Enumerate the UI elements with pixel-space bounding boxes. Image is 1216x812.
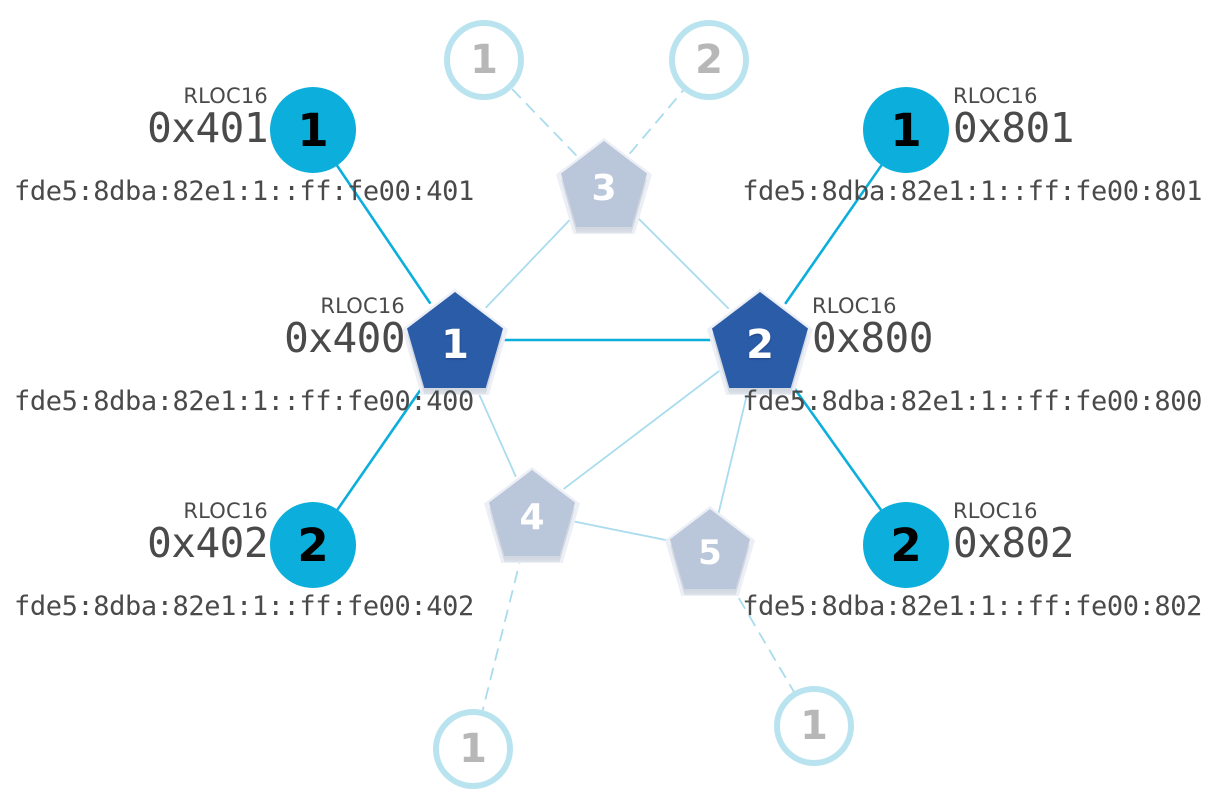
link-router-0x400-to-child-0x401 — [335, 164, 432, 304]
router-0x400-rloc16-value: 0x400 — [284, 314, 405, 362]
link-router-0x400-to-faded-router-4 — [472, 380, 517, 477]
faded-child-bottom-left-badge: 1 — [459, 726, 487, 772]
child-0x802-rloc16-value: 0x802 — [953, 519, 1074, 567]
child-0x401-rloc16-value: 0x401 — [147, 104, 268, 152]
child-0x801-rloc16-value: 0x801 — [953, 104, 1074, 152]
router-0x400-ipv6: fde5:8dba:82e1:1::ff:fe00:400 — [14, 386, 474, 417]
link-router-0x400-to-child-0x402 — [336, 375, 431, 511]
faded-router-4-badge: 4 — [519, 496, 545, 538]
child-0x801[interactable]: 1 — [863, 87, 949, 173]
child-0x801-caption: RLOC16 — [953, 84, 1038, 108]
child-0x401-caption: RLOC16 — [183, 84, 268, 108]
faded-child-bottom-right[interactable]: 1 — [774, 686, 854, 766]
faded-child-top-left-badge: 1 — [470, 37, 498, 83]
child-0x801-ipv6: fde5:8dba:82e1:1::ff:fe00:801 — [742, 176, 1202, 207]
faded-router-3-badge: 3 — [591, 167, 617, 209]
router-0x400-badge: 1 — [441, 321, 469, 368]
child-0x401-badge: 1 — [297, 103, 329, 157]
faded-child-top-right[interactable]: 2 — [669, 20, 749, 100]
router-0x400-caption: RLOC16 — [320, 294, 405, 318]
link-faded-router-3-to-faded-child-top-left — [510, 87, 577, 156]
faded-child-top-left[interactable]: 1 — [444, 20, 524, 100]
link-router-0x400-to-faded-router-3 — [485, 212, 577, 309]
faded-child-top-right-badge: 2 — [695, 37, 723, 83]
link-faded-router-3-to-faded-child-top-right — [629, 89, 685, 155]
router-0x800-badge: 2 — [746, 321, 774, 368]
child-0x801-badge: 1 — [890, 103, 922, 157]
child-0x402[interactable]: 2 — [270, 502, 356, 588]
child-0x802[interactable]: 2 — [863, 502, 949, 588]
child-0x402-badge: 2 — [297, 518, 329, 572]
child-0x802-badge: 2 — [890, 518, 922, 572]
link-router-0x800-to-child-0x801 — [784, 164, 883, 305]
router-0x800-rloc16-value: 0x800 — [812, 314, 933, 362]
link-router-0x800-to-faded-router-5 — [717, 382, 751, 514]
child-0x401[interactable]: 1 — [270, 87, 356, 173]
child-0x802-ipv6: fde5:8dba:82e1:1::ff:fe00:802 — [742, 591, 1202, 622]
router-0x800-ipv6: fde5:8dba:82e1:1::ff:fe00:800 — [742, 386, 1202, 417]
faded-child-bottom-left[interactable]: 1 — [433, 709, 513, 789]
link-router-0x800-to-faded-router-4 — [563, 366, 725, 490]
child-0x402-rloc16-value: 0x402 — [147, 519, 268, 567]
link-router-0x800-to-child-0x802 — [784, 375, 883, 512]
faded-child-bottom-right-badge: 1 — [800, 703, 828, 749]
link-faded-router-4-to-faded-router-5 — [570, 520, 675, 543]
router-0x800-caption: RLOC16 — [812, 294, 897, 318]
link-faded-router-4-to-faded-child-bottom-left — [481, 551, 524, 712]
child-0x402-caption: RLOC16 — [183, 499, 268, 523]
link-faded-router-5-to-faded-child-bottom-right — [728, 580, 795, 693]
link-router-0x800-to-faded-router-3 — [631, 211, 729, 309]
faded-router-5-badge: 5 — [698, 532, 722, 573]
child-0x401-ipv6: fde5:8dba:82e1:1::ff:fe00:401 — [14, 176, 474, 207]
child-0x402-ipv6: fde5:8dba:82e1:1::ff:fe00:402 — [14, 591, 474, 622]
child-0x802-caption: RLOC16 — [953, 499, 1038, 523]
